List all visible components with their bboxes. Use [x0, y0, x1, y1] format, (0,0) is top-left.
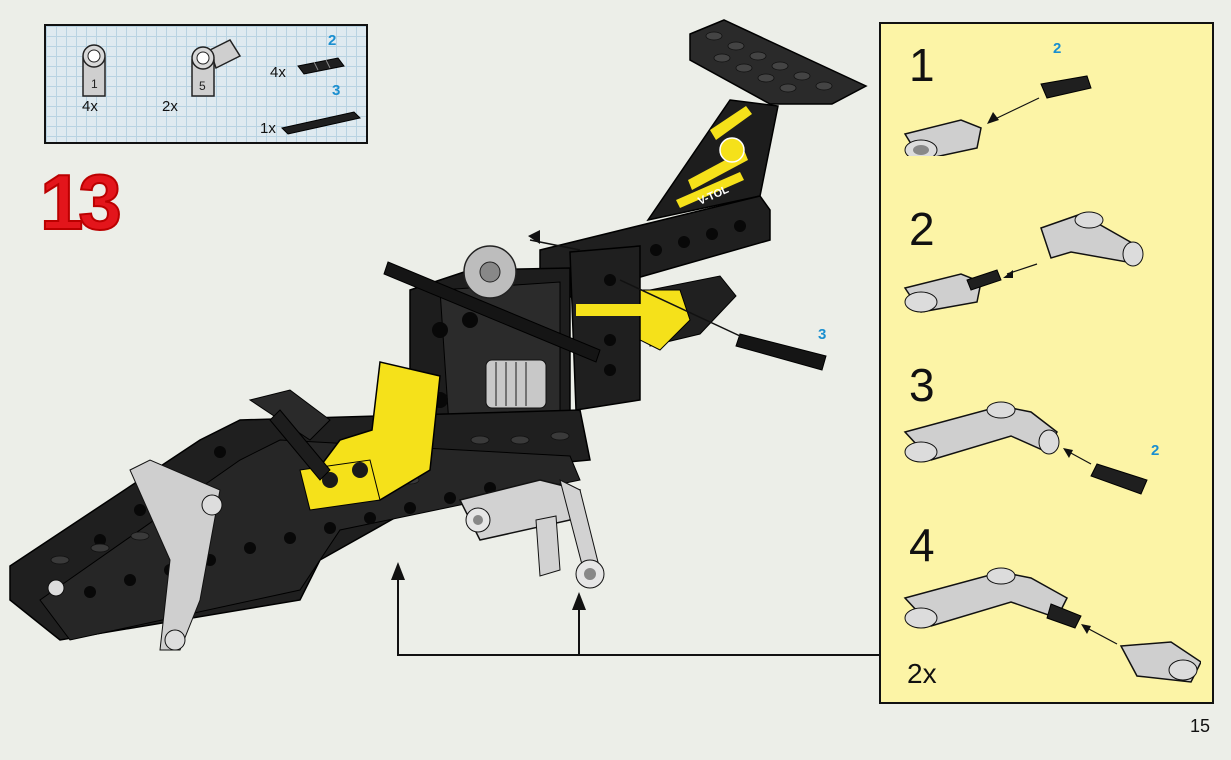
front-landing-links: [47, 459, 223, 651]
substep-multiplier: 2x: [907, 658, 937, 689]
parts-list-box: 1 4x 5 2x 2 4x 3 1x: [44, 24, 368, 144]
main-landing-gear: [458, 479, 605, 589]
pin-qty: 4x: [270, 64, 286, 81]
axle-callout-number: 3: [332, 82, 341, 99]
arrow-icon: [1003, 270, 1013, 278]
vtol-model-illustration: V-TOL: [9, 19, 880, 656]
control-stick: [248, 389, 331, 481]
axle-insert-callout: 3: [818, 326, 827, 343]
substep-4-diagram: [903, 567, 1201, 683]
sub-assembly-panel: 1 2 2 3 2: [879, 22, 1214, 704]
substep-2-diagram: [903, 211, 1144, 313]
arrow-left-icon: [528, 230, 540, 244]
substep-2-number: 2: [909, 203, 935, 255]
tail-plate: [689, 19, 868, 105]
substep-4-number: 4: [909, 519, 935, 571]
arrow-up-icon: [572, 592, 586, 610]
step-number: 13: [39, 158, 123, 246]
substep-3-diagram: [903, 401, 1148, 495]
arrow-icon: [1063, 448, 1073, 458]
substep-3-number: 3: [909, 359, 935, 411]
short-pin-part: [297, 57, 345, 75]
part-5-label: 5: [199, 79, 206, 93]
substep-1-callout: 2: [1053, 40, 1062, 57]
arrow-icon: [1081, 624, 1091, 634]
substep-3-callout: 2: [1151, 442, 1160, 459]
part-5-qty: 2x: [162, 98, 178, 115]
axle-qty: 1x: [260, 120, 276, 137]
tail-fin: V-TOL: [646, 99, 779, 222]
part-1-qty: 4x: [82, 98, 98, 115]
main-axle: [383, 230, 601, 363]
substep-1-diagram: [903, 75, 1092, 156]
assembly-guide-lines: [397, 575, 880, 656]
vertical-beam: [569, 245, 646, 411]
arrow-icon: [987, 112, 999, 124]
part-1-label: 1: [91, 77, 98, 91]
substep-1-number: 1: [909, 39, 935, 91]
angle-connector-1-part: 1: [82, 44, 106, 97]
axle-part: [281, 111, 361, 135]
angle-connector-5-part: 5: [191, 39, 242, 97]
pin-callout-number: 2: [328, 32, 337, 49]
page-number: 15: [1190, 716, 1211, 736]
arrow-up-icon: [391, 562, 405, 580]
incoming-axle-3: [619, 279, 827, 371]
nose-cone: [639, 275, 737, 351]
